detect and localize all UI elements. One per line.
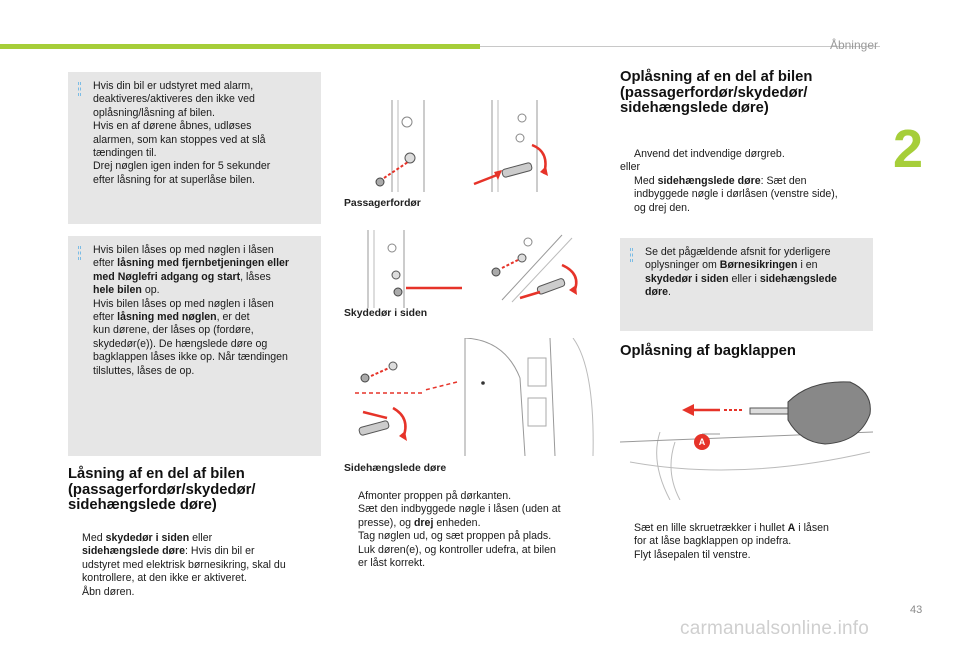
list-item: Sæt den indbyggede nøgle i låsen (uden a… xyxy=(358,503,561,529)
header-rule xyxy=(480,46,880,47)
key-unlock-note-box: Hvis bilen låses op med nøglen i låsen e… xyxy=(68,236,321,456)
figure-caption: Skydedør i siden xyxy=(344,308,428,319)
alarm-note-box: Hvis din bil er udstyret med alarm, deak… xyxy=(68,72,321,224)
watermark-text: carmanualsonline.info xyxy=(680,618,870,639)
child-lock-note-box: Se det pågældende afsnit for yderligere … xyxy=(620,238,873,331)
lock-part-steps: Med skydedør i siden eller sidehængslede… xyxy=(68,532,330,599)
list-item: Åbn døren. xyxy=(82,585,135,598)
info-icon xyxy=(630,248,633,262)
list-item: Sæt en lille skruetrækker i hullet A i l… xyxy=(634,522,829,548)
list-item: Tag nøglen ud, og sæt proppen på plads. xyxy=(358,530,552,543)
figure-caption: Passagerfordør xyxy=(344,198,421,209)
list-item: Flyt låsepalen til venstre. xyxy=(634,548,751,561)
unlock-part-steps: Anvend det indvendige dørgreb. eller Med… xyxy=(620,148,882,215)
info-icon xyxy=(78,246,81,260)
list-item: Luk døren(e), og kontroller udefra, at b… xyxy=(358,543,556,570)
sliding-door-illustration xyxy=(362,230,590,308)
lock-procedure-steps: Afmonter proppen på dørkanten. Sæt den i… xyxy=(344,490,599,570)
unlock-part-section-title: Oplåsning af en del af bilen (passagerfo… xyxy=(620,69,813,116)
tailgate-steps: Sæt en lille skruetrækker i hullet A i l… xyxy=(620,522,882,562)
tailgate-section-title: Oplåsning af bagklappen xyxy=(620,343,796,359)
lock-part-section-title: Låsning af en del af bilen (passagerford… xyxy=(68,466,256,513)
passenger-door-illustration xyxy=(362,100,590,192)
tailgate-illustration: A xyxy=(620,372,873,500)
header-accent-bar xyxy=(0,44,480,49)
list-item: Anvend det indvendige dørgreb. xyxy=(634,148,785,160)
figure-caption: Sidehængslede døre xyxy=(344,463,447,474)
chapter-title: Åbninger xyxy=(829,38,878,52)
list-item: Afmonter proppen på dørkanten. xyxy=(358,490,512,502)
list-item: Med skydedør i siden eller sidehængslede… xyxy=(82,532,286,585)
info-icon xyxy=(78,82,81,96)
chapter-number: 2 xyxy=(893,119,924,179)
hole-a-marker: A xyxy=(694,434,710,450)
page-number: 43 xyxy=(910,604,923,616)
hinged-doors-illustration xyxy=(345,338,598,456)
